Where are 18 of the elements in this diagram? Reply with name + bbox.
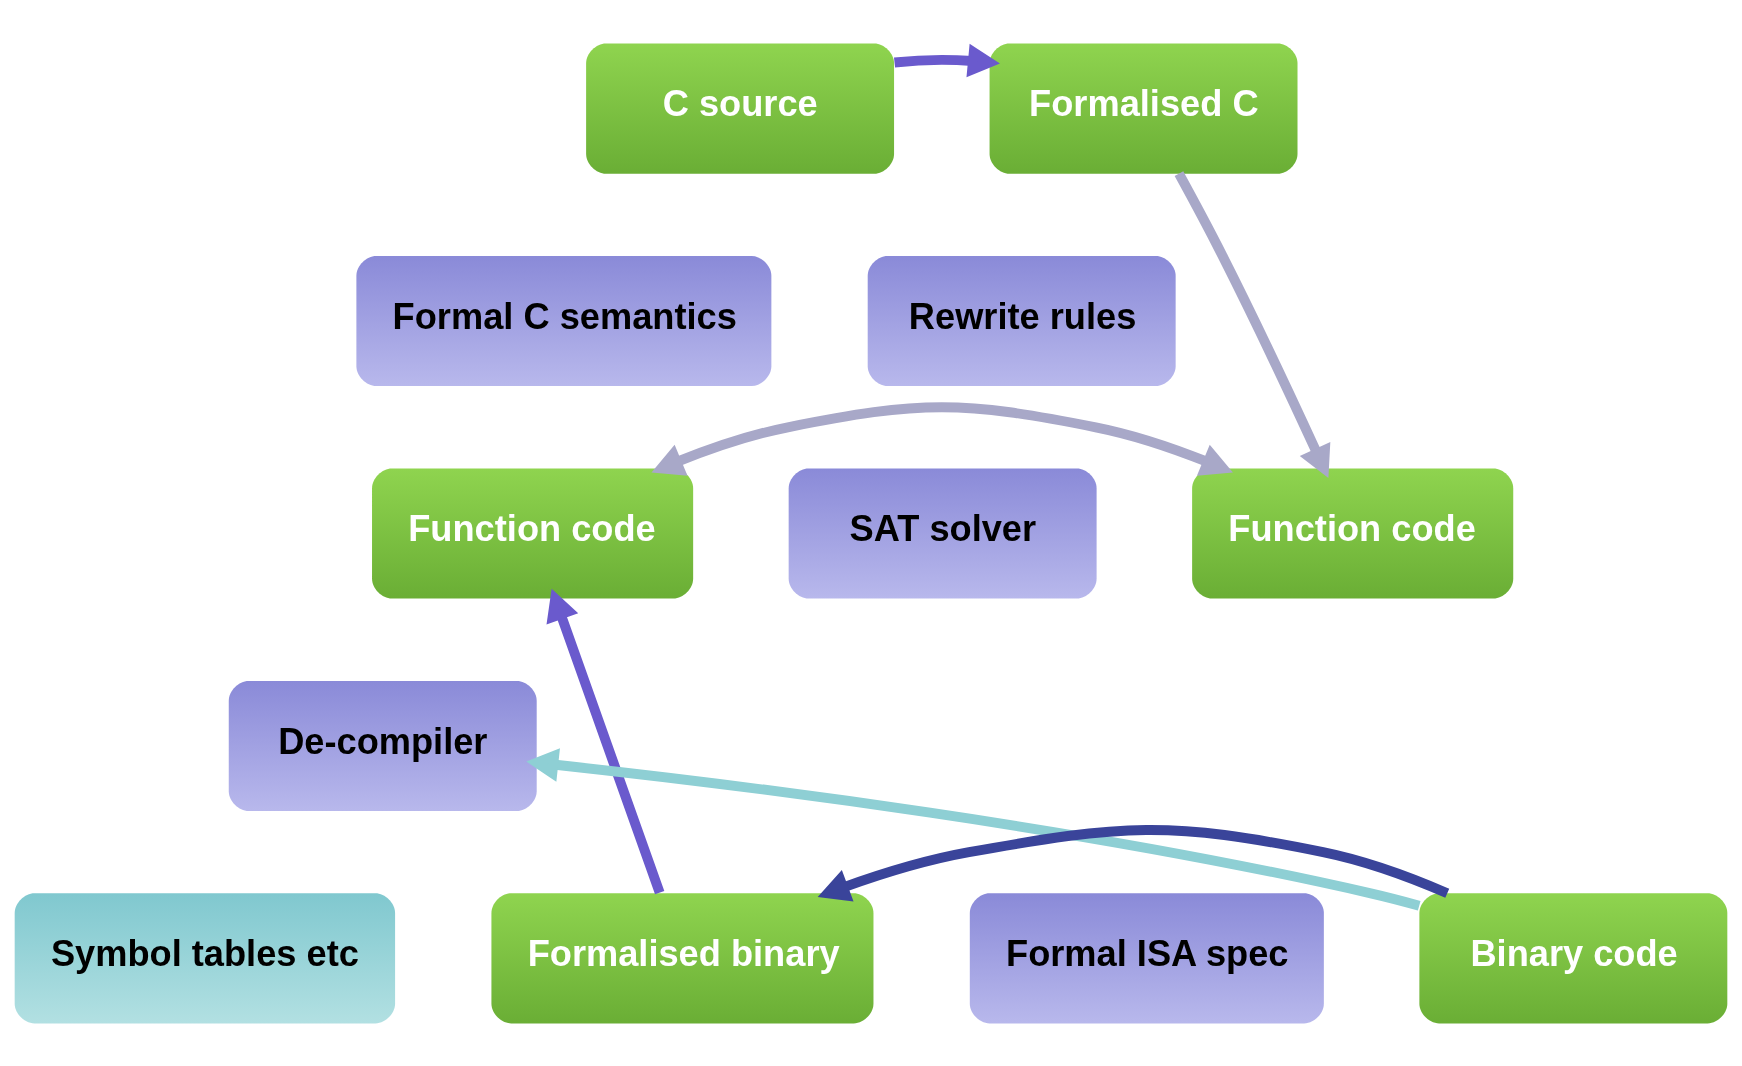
node-box: Rewrite rules: [867, 255, 1176, 386]
node-box: Function code: [1192, 467, 1514, 599]
arrow: [817, 824, 1450, 902]
arrow: [526, 747, 1421, 910]
node-box: Symbol tables etc: [14, 892, 396, 1023]
arrow: [546, 588, 665, 894]
node-box: Function code: [372, 467, 694, 599]
node-box: Formal ISA spec: [969, 892, 1324, 1023]
node-box: Formalised binary: [491, 892, 874, 1023]
node-box: De-compiler: [228, 680, 537, 811]
node-box: SAT solver: [788, 467, 1097, 599]
node-box: C source: [586, 43, 895, 174]
arrow: [1174, 170, 1331, 478]
node-box: Formalised C: [989, 43, 1298, 174]
arrow: [894, 43, 1000, 77]
node-box: Binary code: [1419, 892, 1728, 1023]
node-box: Formal C semantics: [356, 255, 772, 386]
arrow: [651, 401, 1233, 476]
